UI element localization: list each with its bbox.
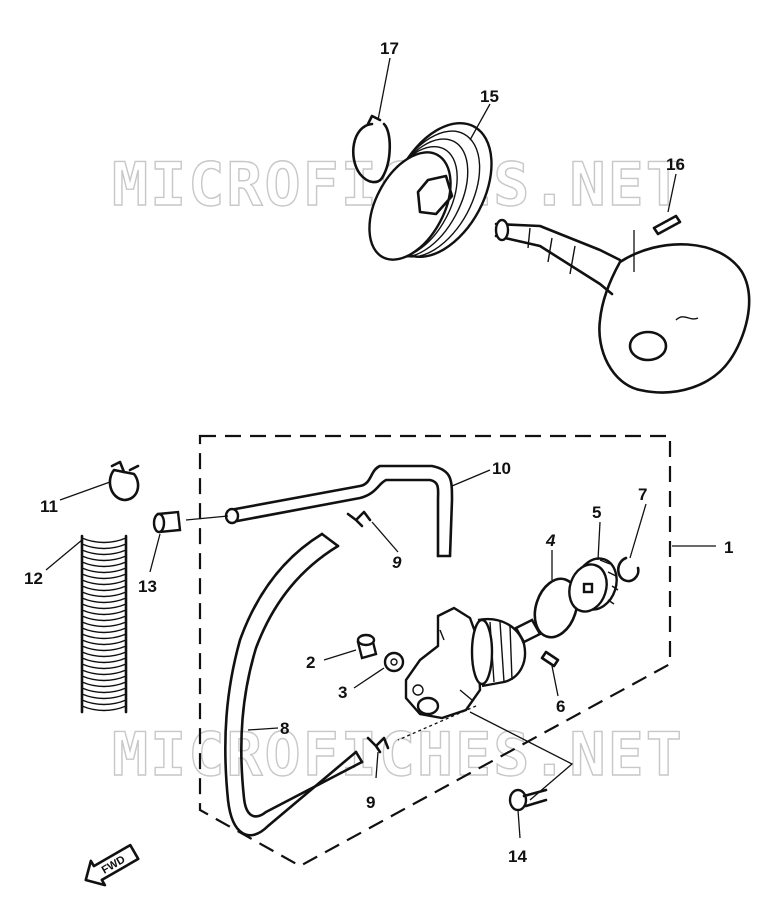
small-clip-part-9-lower — [366, 736, 390, 754]
callout-16: 16 — [666, 155, 685, 174]
assembly-outline-1 — [198, 434, 672, 868]
dowel-pin-part-16 — [652, 214, 682, 236]
callout-9-lower: 9 — [366, 793, 375, 812]
spring-part-12 — [80, 534, 128, 714]
callout-9-upper: 9 — [392, 553, 402, 572]
fwd-arrow-icon: FWD — [84, 843, 140, 887]
washer-part-3 — [383, 651, 405, 673]
callout-1: 1 — [724, 538, 733, 557]
callout-11: 11 — [40, 497, 58, 516]
callout-3: 3 — [338, 683, 347, 702]
callout-6: 6 — [556, 697, 565, 716]
watermark-bottom: MICROFICHES.NET — [112, 720, 684, 790]
callout-17: 17 — [380, 39, 399, 58]
callout-13: 13 — [138, 577, 157, 596]
crankshaft-housing — [494, 218, 751, 394]
bolt-part-2 — [356, 633, 378, 660]
callout-7: 7 — [638, 485, 647, 504]
callout-8: 8 — [280, 719, 289, 738]
callout-5: 5 — [592, 503, 601, 522]
circlip-part-7 — [616, 556, 640, 583]
hose-part-10 — [224, 464, 454, 558]
callout-2: 2 — [306, 653, 315, 672]
callout-15: 15 — [480, 87, 499, 106]
gear-part-5 — [568, 557, 619, 613]
small-clip-part-9-upper — [346, 510, 372, 528]
circlip-part-17 — [352, 114, 392, 184]
screw-part-14 — [508, 788, 548, 812]
leader-lines — [45, 57, 716, 839]
o-ring-part-4 — [533, 577, 579, 639]
grommet-part-13 — [152, 510, 182, 534]
callout-4: 4 — [545, 531, 556, 550]
callout-12: 12 — [24, 569, 43, 588]
callout-14: 14 — [508, 847, 527, 866]
callout-labels: 1 2 3 4 5 6 7 8 9 9 10 11 12 13 14 15 16… — [24, 39, 733, 866]
pin-part-6 — [540, 650, 560, 668]
hose-part-8 — [224, 532, 364, 837]
hose-clip-part-11 — [108, 460, 140, 502]
oil-pump-body — [404, 606, 542, 720]
callout-10: 10 — [492, 459, 511, 478]
pulley-part-15 — [368, 121, 493, 261]
